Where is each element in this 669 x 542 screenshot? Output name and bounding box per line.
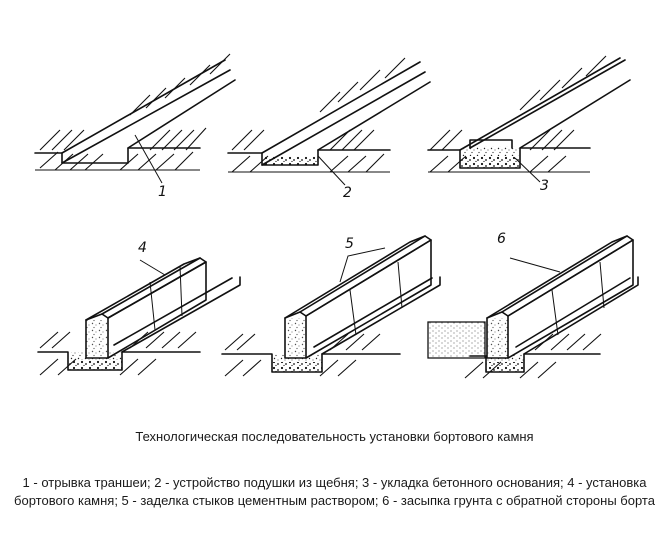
step-6-number: 6 <box>497 231 506 247</box>
step-2-number: 2 <box>343 185 352 201</box>
step-4-curb-placement: 4 <box>37 240 241 376</box>
gravel-layer <box>461 156 519 168</box>
gravel-layer <box>68 360 122 370</box>
step-5-number: 5 <box>345 236 354 252</box>
ground-hatching <box>224 333 381 377</box>
step-5-joint-sealing: 5 <box>221 235 441 377</box>
figure-legend: 1 - отрывка траншеи; 2 - устройство поду… <box>14 475 655 508</box>
gravel-layer <box>263 156 318 165</box>
step-6-backfill: 6 <box>427 231 639 379</box>
step-3-concrete-base: 3 <box>427 55 631 194</box>
step-4-number: 4 <box>138 240 147 256</box>
figure-title: Технологическая последовательность устан… <box>135 429 534 444</box>
ground-hatching <box>429 55 607 173</box>
ground-hatching <box>231 57 406 173</box>
step-1-number: 1 <box>158 184 167 200</box>
installation-steps-figure: 1 2 3 <box>34 53 639 379</box>
ground-hatching <box>39 53 231 171</box>
step-2-gravel-cushion: 2 <box>227 57 431 201</box>
step-1-trench: 1 <box>34 53 236 200</box>
step-3-number: 3 <box>540 178 549 194</box>
concrete-layer <box>461 146 519 156</box>
